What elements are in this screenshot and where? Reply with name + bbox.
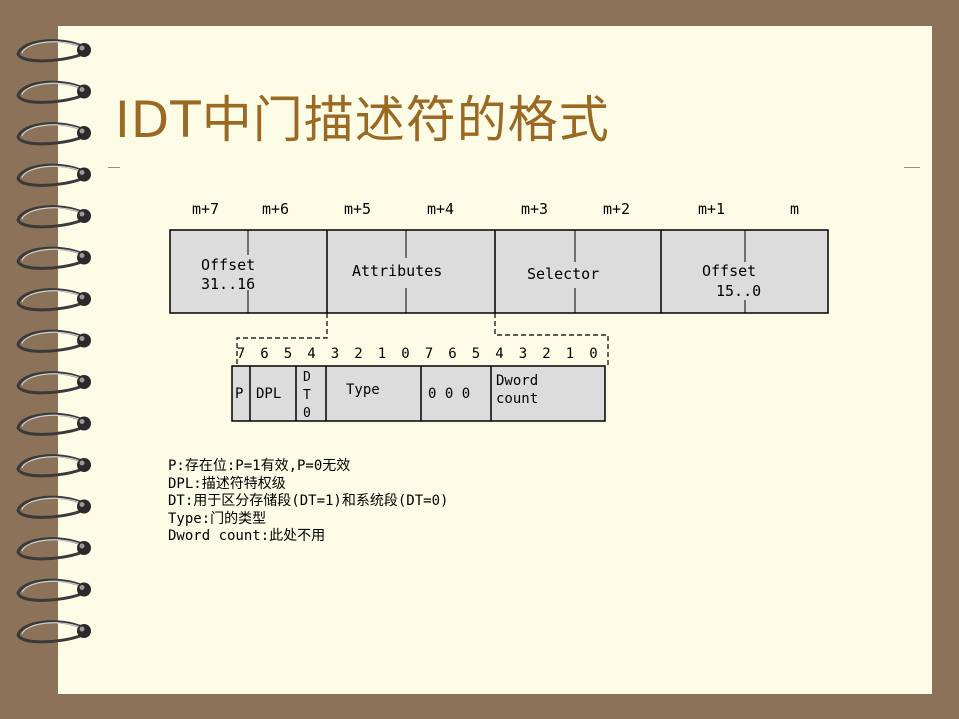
attr-dword-line2: count bbox=[496, 391, 538, 407]
binding-ring bbox=[16, 39, 91, 63]
title-rule-left bbox=[108, 167, 120, 168]
attribute-bar bbox=[231, 365, 606, 422]
attr-p: P bbox=[235, 386, 243, 402]
field-attributes: Attributes bbox=[352, 262, 442, 280]
bit-label: 2 bbox=[354, 346, 362, 362]
bit-label: 3 bbox=[331, 346, 339, 362]
legend-list: P:存在位:P=1有效,P=0无效 DPL:描述符特权级 DT:用于区分存储段(… bbox=[168, 458, 448, 546]
slide-title: IDT中门描述符的格式 bbox=[115, 91, 610, 149]
binding-ring bbox=[16, 578, 91, 602]
slide-page bbox=[58, 26, 932, 694]
field-offset-low-line1: Offset bbox=[702, 262, 756, 280]
binding-ring bbox=[16, 288, 91, 312]
binding-ring bbox=[16, 371, 91, 395]
bit-label: 5 bbox=[472, 346, 480, 362]
legend-item: DT:用于区分存储段(DT=1)和系统段(DT=0) bbox=[168, 493, 449, 509]
attr-dt-0: 0 bbox=[303, 406, 311, 421]
bit-label: 0 bbox=[401, 346, 409, 362]
expansion-connector bbox=[236, 313, 328, 366]
binding-ring bbox=[16, 329, 91, 353]
field-offset-high-line2: 31..16 bbox=[201, 275, 255, 293]
binding-ring bbox=[16, 122, 91, 146]
attr-dword-line1: Dword bbox=[496, 373, 538, 389]
title-rule-right bbox=[904, 167, 920, 168]
byte-label: m+4 bbox=[427, 200, 455, 218]
legend-item: DPL:描述符特权级 bbox=[168, 475, 286, 492]
binding-ring bbox=[16, 246, 91, 270]
bit-label: 5 bbox=[284, 346, 292, 362]
attr-dt-d: D bbox=[303, 370, 311, 385]
binding-ring bbox=[16, 454, 91, 478]
binding-ring bbox=[16, 80, 91, 104]
expansion-connector bbox=[494, 313, 609, 366]
byte-label: m+6 bbox=[262, 200, 290, 218]
binding-ring bbox=[16, 205, 91, 229]
attr-type: Type bbox=[346, 382, 380, 398]
bit-label: 7 bbox=[237, 346, 245, 362]
bit-label: 1 bbox=[566, 346, 574, 362]
binding-ring bbox=[16, 412, 91, 436]
bit-label: 2 bbox=[542, 346, 550, 362]
byte-label: m+7 bbox=[192, 200, 220, 218]
byte-label: m+2 bbox=[603, 200, 631, 218]
bit-label: 1 bbox=[378, 346, 386, 362]
byte-label: m bbox=[790, 200, 800, 218]
binding-ring bbox=[16, 163, 91, 187]
legend-item: Type:门的类型 bbox=[168, 510, 267, 527]
attr-zeros: 0 0 0 bbox=[428, 386, 470, 402]
attr-dt-t: T bbox=[303, 388, 311, 403]
bit-label: 0 bbox=[589, 346, 597, 362]
binding-ring bbox=[16, 537, 91, 561]
bit-label: 7 bbox=[425, 346, 433, 362]
bit-label: 3 bbox=[519, 346, 527, 362]
byte-label: m+1 bbox=[698, 200, 726, 218]
bit-label: 4 bbox=[495, 346, 503, 362]
field-offset-low-line2: 15..0 bbox=[716, 282, 761, 300]
field-offset-high-line1: Offset bbox=[201, 256, 255, 274]
bit-label: 6 bbox=[448, 346, 456, 362]
bit-label: 6 bbox=[260, 346, 268, 362]
field-selector: Selector bbox=[527, 265, 599, 283]
attr-dpl: DPL bbox=[256, 386, 281, 402]
binding-ring bbox=[16, 495, 91, 519]
descriptor-bar bbox=[169, 229, 829, 314]
legend-item: Dword count:此处不用 bbox=[168, 528, 326, 544]
binding-ring bbox=[16, 620, 91, 644]
byte-label: m+5 bbox=[344, 200, 372, 218]
byte-label: m+3 bbox=[521, 200, 549, 218]
legend-item: P:存在位:P=1有效,P=0无效 bbox=[168, 458, 351, 474]
bit-label: 4 bbox=[307, 346, 315, 362]
